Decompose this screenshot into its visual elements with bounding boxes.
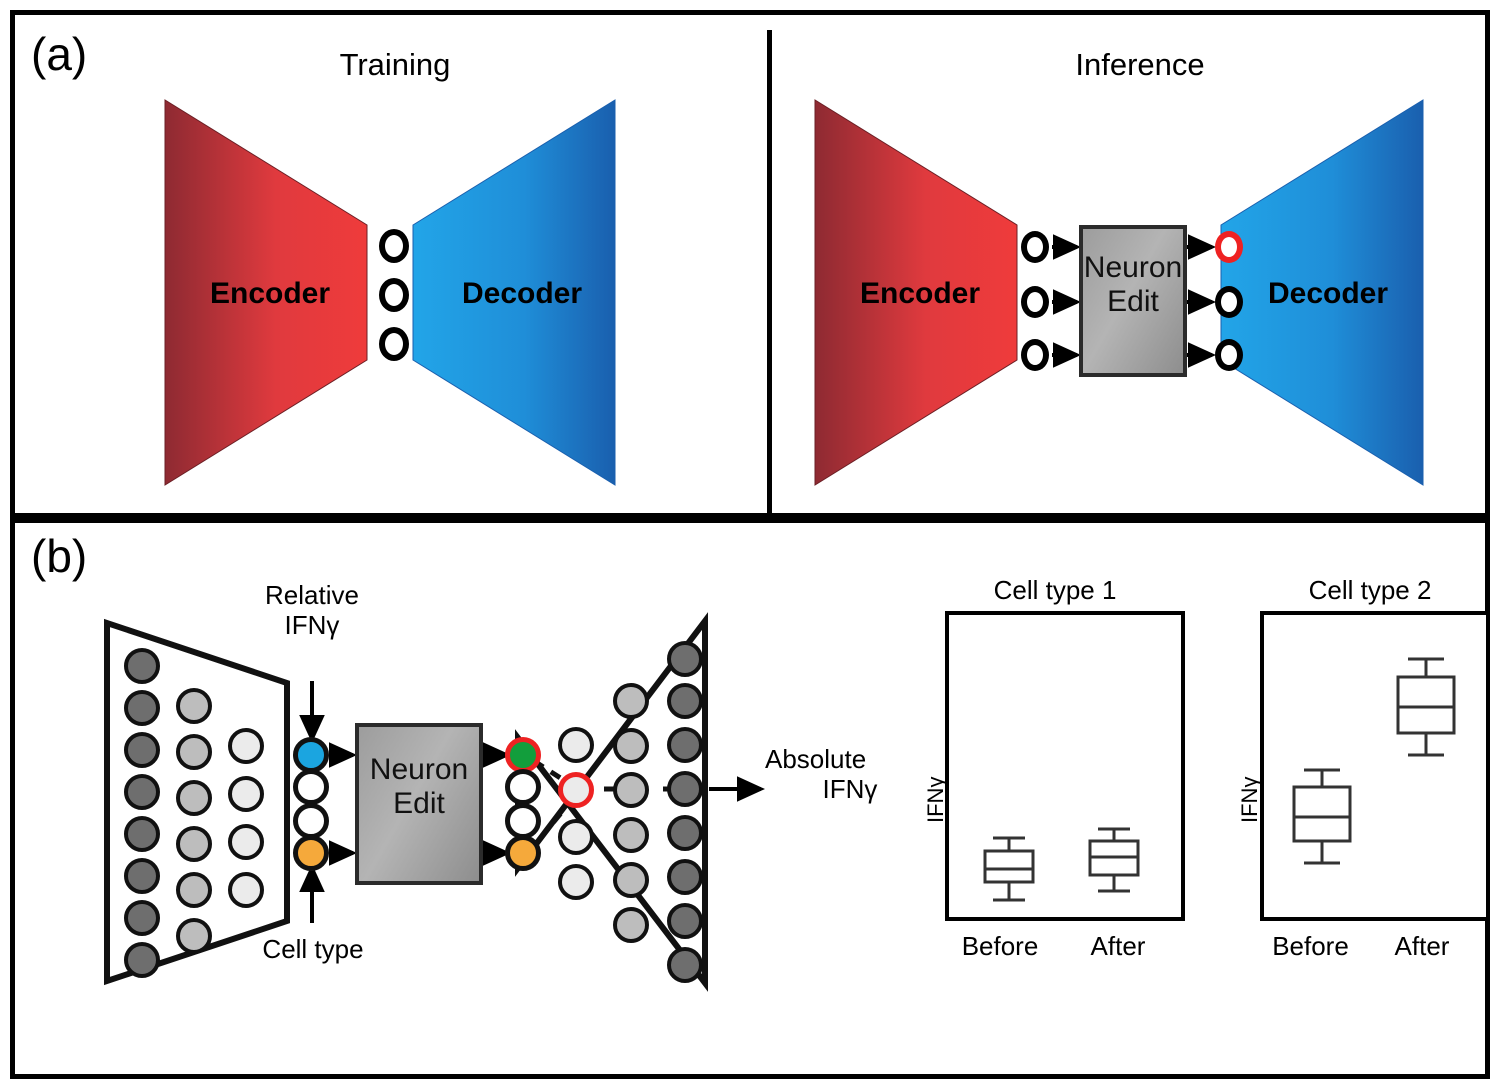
chart-2-title: Cell type 2 [1308, 575, 1432, 605]
decoder-node [667, 641, 703, 677]
cell-type-neuron [505, 835, 541, 871]
chart-1-category-after: After [1090, 931, 1146, 961]
panel-b-neuron-edit-box: Neuron Edit [355, 723, 483, 885]
training-latent-neuron [379, 278, 409, 312]
encoder-node [124, 900, 160, 936]
inference-input-neuron [1021, 231, 1049, 263]
neuron-edit-label-line1: Neuron [1083, 251, 1183, 284]
inference-graphics [814, 99, 1424, 486]
latent-neuron [505, 769, 541, 805]
inference-decoder-label: Decoder [1267, 277, 1389, 310]
decoder-node [613, 907, 649, 943]
training-decoder-label: Decoder [461, 277, 583, 310]
decoder-node [667, 903, 703, 939]
chart-2-boxes [1292, 657, 1456, 865]
encoder-node [176, 826, 212, 862]
encoder-node [228, 728, 264, 764]
chart-2-category-before: Before [1272, 931, 1349, 961]
decoder-node [667, 859, 703, 895]
inference-input-neuron [1021, 339, 1049, 371]
neuron-edit-box: Neuron Edit [1079, 225, 1187, 377]
decoder-node [667, 683, 703, 719]
chart-2-category-after: After [1394, 931, 1450, 961]
chart-1-plot-area [945, 611, 1185, 921]
decoder-node [667, 727, 703, 763]
panel-b-neuron-edit-label-line1: Neuron [369, 753, 469, 786]
decoder-node [667, 947, 703, 983]
inference-encoder-label: Encoder [859, 277, 981, 310]
training-title: Training [339, 47, 451, 82]
encoder-node [124, 648, 160, 684]
decoder-node [613, 683, 649, 719]
panel-a-letter: (a) [31, 28, 88, 80]
inference-input-neuron [1021, 286, 1049, 318]
chart-1-title: Cell type 1 [993, 575, 1117, 605]
relative-ifng-annotation: Relative IFNγ [247, 580, 377, 641]
encoder-node [124, 690, 160, 726]
encoder-node [228, 872, 264, 908]
training-encoder-label: Encoder [209, 277, 331, 310]
panel-b-neuron-edit-label-line2: Edit [393, 787, 445, 820]
inference-output-neuron [1215, 339, 1243, 371]
cell-type-annotation: Cell type [262, 934, 364, 964]
inference-output-neuron [1215, 286, 1243, 318]
training-latent-neuron [379, 229, 409, 263]
encoder-node [176, 780, 212, 816]
absolute-ifng-line1: Absolute [765, 744, 867, 774]
absolute-ifng-line2: IFNγ [822, 773, 878, 804]
encoder-node [176, 918, 212, 954]
decoder-node [613, 728, 649, 764]
latent-neuron [505, 803, 541, 839]
panel-b: (b) [10, 518, 1490, 1079]
encoder-node [124, 942, 160, 978]
decoder-node [558, 864, 594, 900]
cell-type-neuron [293, 835, 329, 871]
encoder-node [228, 776, 264, 812]
latent-neuron [293, 769, 329, 805]
training-graphics [164, 99, 616, 486]
panel-a-divider [767, 30, 772, 528]
encoder-node [176, 734, 212, 770]
training-latent-neuron [379, 327, 409, 361]
absolute-ifng-annotation: Absolute IFNγ [765, 744, 935, 805]
decoder-node [667, 771, 703, 807]
chart-2-plot-area [1260, 611, 1490, 921]
neuron-edit-label-line2: Edit [1107, 285, 1159, 318]
decoder-node [558, 819, 594, 855]
encoder-node [228, 824, 264, 860]
latent-neuron [293, 803, 329, 839]
panel-a: (a) Training Encoder Decoder In [10, 10, 1490, 528]
relative-ifng-neuron [293, 737, 329, 773]
edited-neuron [505, 737, 541, 773]
encoder-node [176, 872, 212, 908]
encoder-node [176, 688, 212, 724]
inference-output-neuron-edited [1215, 231, 1243, 263]
encoder-node [124, 774, 160, 810]
encoder-node [124, 816, 160, 852]
inference-title: Inference [1075, 47, 1205, 82]
decoder-node-highlighted [558, 772, 594, 808]
decoder-node [613, 772, 649, 808]
decoder-node [558, 727, 594, 763]
encoder-node [124, 858, 160, 894]
encoder-node [124, 732, 160, 768]
relative-ifng-line2: IFNγ [284, 609, 340, 640]
decoder-node [613, 862, 649, 898]
decoder-node [613, 817, 649, 853]
chart-1-category-before: Before [961, 931, 1039, 961]
decoder-node [667, 815, 703, 851]
chart-1-boxes [983, 827, 1140, 902]
panel-b-letter: (b) [31, 530, 88, 582]
relative-ifng-line1: Relative [265, 580, 359, 610]
